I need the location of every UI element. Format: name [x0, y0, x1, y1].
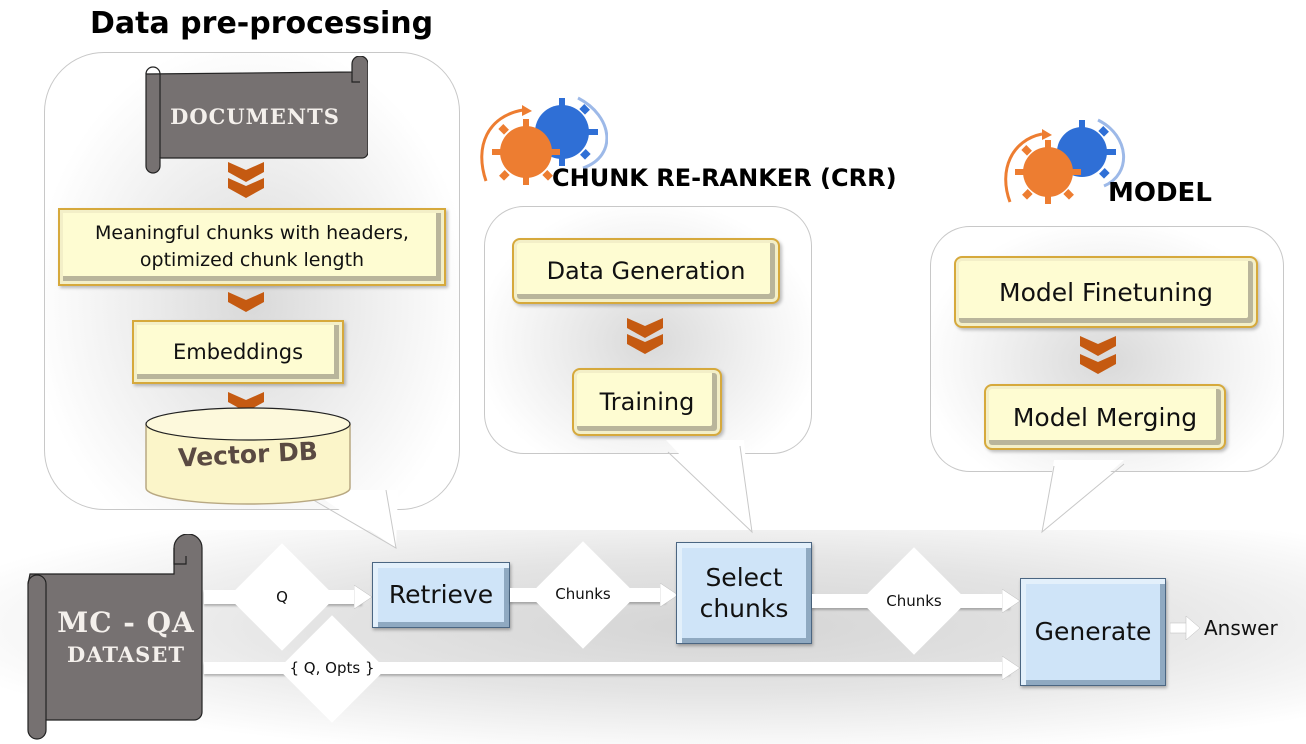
- chevron-down-icon: [228, 392, 264, 412]
- documents-label: DOCUMENTS: [170, 104, 340, 129]
- double-chevron-down-icon: [228, 162, 264, 198]
- data-generation-step: Data Generation: [512, 238, 780, 304]
- arrow-head-icon: [1002, 589, 1020, 613]
- answer-label: Answer: [1204, 616, 1278, 640]
- vector-db-cylinder-icon: [145, 407, 351, 505]
- arrow-head-icon: [1002, 656, 1020, 680]
- answer-arrow-icon: [1170, 616, 1201, 640]
- double-chevron-down-icon: [1080, 336, 1116, 374]
- edge-chunks-label-2: Chunks: [886, 592, 942, 610]
- double-chevron-down-icon: [627, 318, 663, 354]
- model-finetuning-step: Model Finetuning: [954, 256, 1258, 328]
- arrow-head-icon: [660, 583, 678, 607]
- dataset-scroll: [27, 534, 203, 740]
- gears-icon: [480, 96, 608, 185]
- edge-q-label: Q: [276, 588, 288, 606]
- chunking-step-line2: optimized chunk length: [139, 249, 365, 271]
- edge-q-opts-label: { Q, Opts }: [289, 659, 375, 677]
- preprocessing-title: Data pre-processing: [90, 6, 434, 41]
- model-callout-tail: [1041, 460, 1125, 534]
- select-chunks-node: Select chunks: [676, 542, 812, 644]
- chunking-step: Meaningful chunks with headers, optimize…: [58, 208, 446, 286]
- gears-icon: [1004, 118, 1126, 204]
- select-chunks-line2: chunks: [699, 594, 789, 623]
- dataset-label-line1: MC - QA: [57, 606, 195, 639]
- model-title: MODEL: [1108, 178, 1212, 208]
- documents-scroll: [145, 56, 368, 174]
- training-step: Training: [572, 368, 722, 436]
- select-chunks-line1: Select: [705, 562, 783, 592]
- crr-callout-tail: [666, 440, 753, 534]
- chevron-down-icon: [228, 292, 264, 312]
- retrieve-node: Retrieve: [372, 562, 510, 628]
- generate-node: Generate: [1020, 578, 1166, 686]
- chunking-step-line1: Meaningful chunks with headers,: [95, 222, 409, 245]
- arrow-head-icon: [354, 585, 372, 609]
- crr-title: CHUNK RE-RANKER (CRR): [552, 164, 897, 192]
- embeddings-step: Embeddings: [132, 320, 344, 384]
- preprocessing-callout-tail: [309, 490, 398, 549]
- edge-chunks-label-1: Chunks: [555, 585, 611, 603]
- q-opts-arrow: [204, 662, 1010, 674]
- model-merging-step: Model Merging: [984, 384, 1226, 450]
- dataset-label-line2: DATASET: [67, 642, 185, 667]
